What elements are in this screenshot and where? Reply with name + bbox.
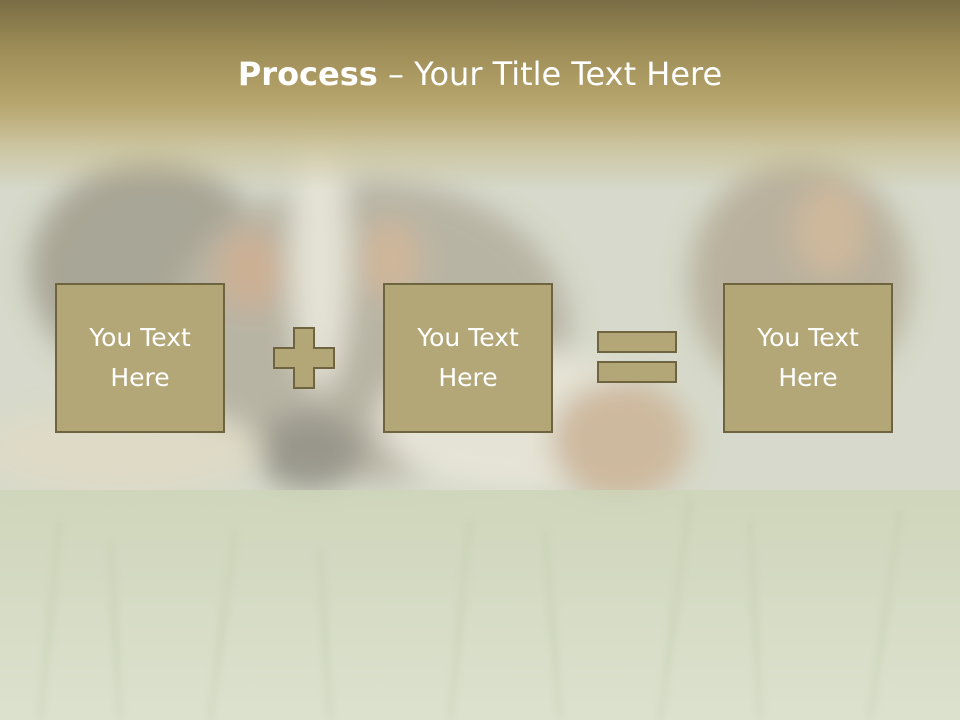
process-box-1-text: You Text Here: [89, 323, 191, 392]
header-band: [0, 0, 960, 190]
process-box-1[interactable]: You Text Here: [55, 283, 225, 433]
process-box-3[interactable]: You Text Here: [723, 283, 893, 433]
title-bold: Process: [237, 55, 378, 93]
title-rest: – Your Title Text Here: [377, 55, 723, 93]
equals-icon: [597, 331, 677, 383]
process-box-3-text: You Text Here: [757, 323, 859, 392]
slide-title: Process – Your Title Text Here: [0, 52, 960, 96]
process-box-2-text: You Text Here: [417, 323, 519, 392]
plus-icon: [273, 327, 335, 389]
process-box-2[interactable]: You Text Here: [383, 283, 553, 433]
